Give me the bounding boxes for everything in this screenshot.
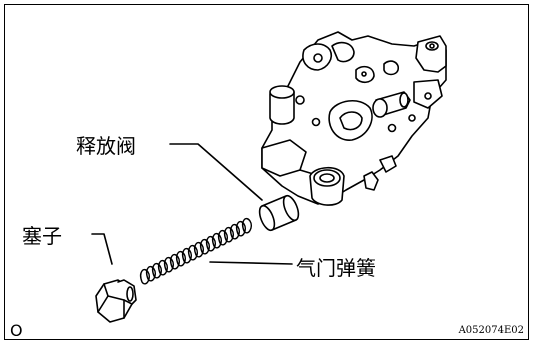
pump-body	[261, 31, 447, 206]
valve-spring-label: 气门弹簧	[296, 256, 376, 280]
relief-valve-label: 释放阀	[76, 134, 136, 158]
relief-valve-leader	[169, 143, 263, 201]
valve-spring-leader	[209, 261, 293, 265]
corner-mark: O	[10, 321, 23, 340]
plug-label: 塞子	[22, 224, 62, 248]
relief-valve-part	[258, 194, 300, 232]
figure-code: A052074E02	[458, 325, 524, 336]
plug-part	[95, 279, 137, 323]
valve-spring-part	[139, 217, 253, 285]
plug-leader	[91, 233, 113, 265]
